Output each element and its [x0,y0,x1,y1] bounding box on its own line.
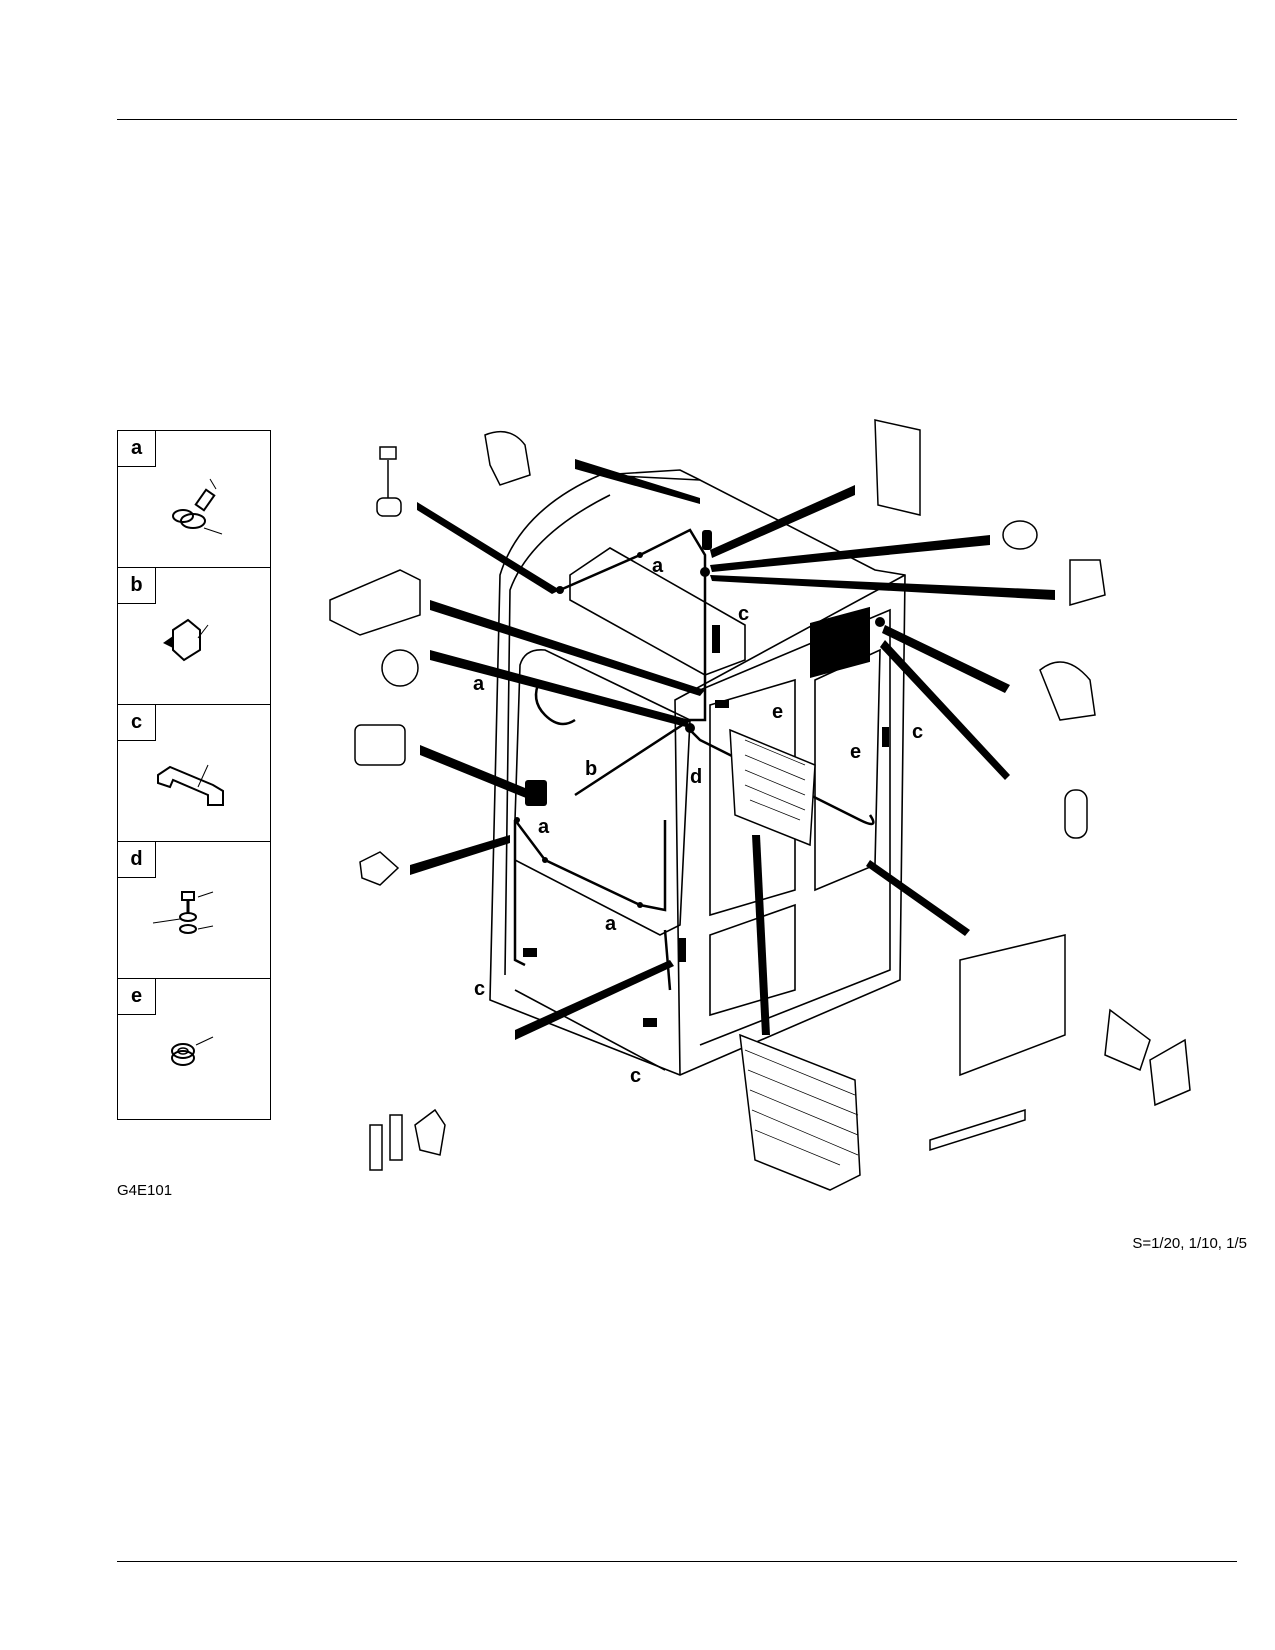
legend-key-e: e [118,979,156,1015]
legend-key-d: d [118,842,156,878]
legend-cell-d: d [118,842,270,979]
scale-note: S=1/20, 1/10, 1/5 [1132,1235,1247,1252]
legend-cell-e: e [118,979,270,1116]
wire-harness [513,528,875,991]
callout-a: a [538,816,550,838]
callout-a: a [652,555,664,577]
callout-e: e [850,741,861,763]
leader-bands [410,459,1055,1040]
legend-key-c: c [118,705,156,741]
header-rule [117,119,1237,120]
edge-clip-icon [157,764,224,806]
clamp-icon [172,478,223,535]
legend-cell-a: a [118,431,270,568]
storage-nets [744,739,859,1166]
grommet-icon [171,1036,214,1066]
loose-parts [329,419,1191,1191]
callout-c: c [912,721,923,743]
callout-d: d [690,766,702,788]
legend-key-a: a [118,431,156,467]
callout-c: c [630,1065,641,1087]
cab-body [489,469,906,1076]
legend-key-b: b [118,568,156,604]
callout-b: b [585,758,597,780]
callout-a: a [605,913,617,935]
legend-cell-c: c [118,705,270,842]
callout-a: a [473,673,485,695]
footer-rule [117,1561,1237,1562]
callout-c: c [474,978,485,1000]
callout-e: e [772,701,783,723]
drawing-code: G4E101 [117,1182,173,1199]
callout-labels: a a a a a b c c c c c d e e [473,555,923,1087]
callout-c: c [738,603,749,625]
bolt-washer-icon [152,891,214,934]
cable-tie-icon [163,618,209,662]
detail-legend: a b c d [117,430,271,1120]
legend-cell-b: b [118,568,270,705]
harness-clips [514,530,889,1027]
